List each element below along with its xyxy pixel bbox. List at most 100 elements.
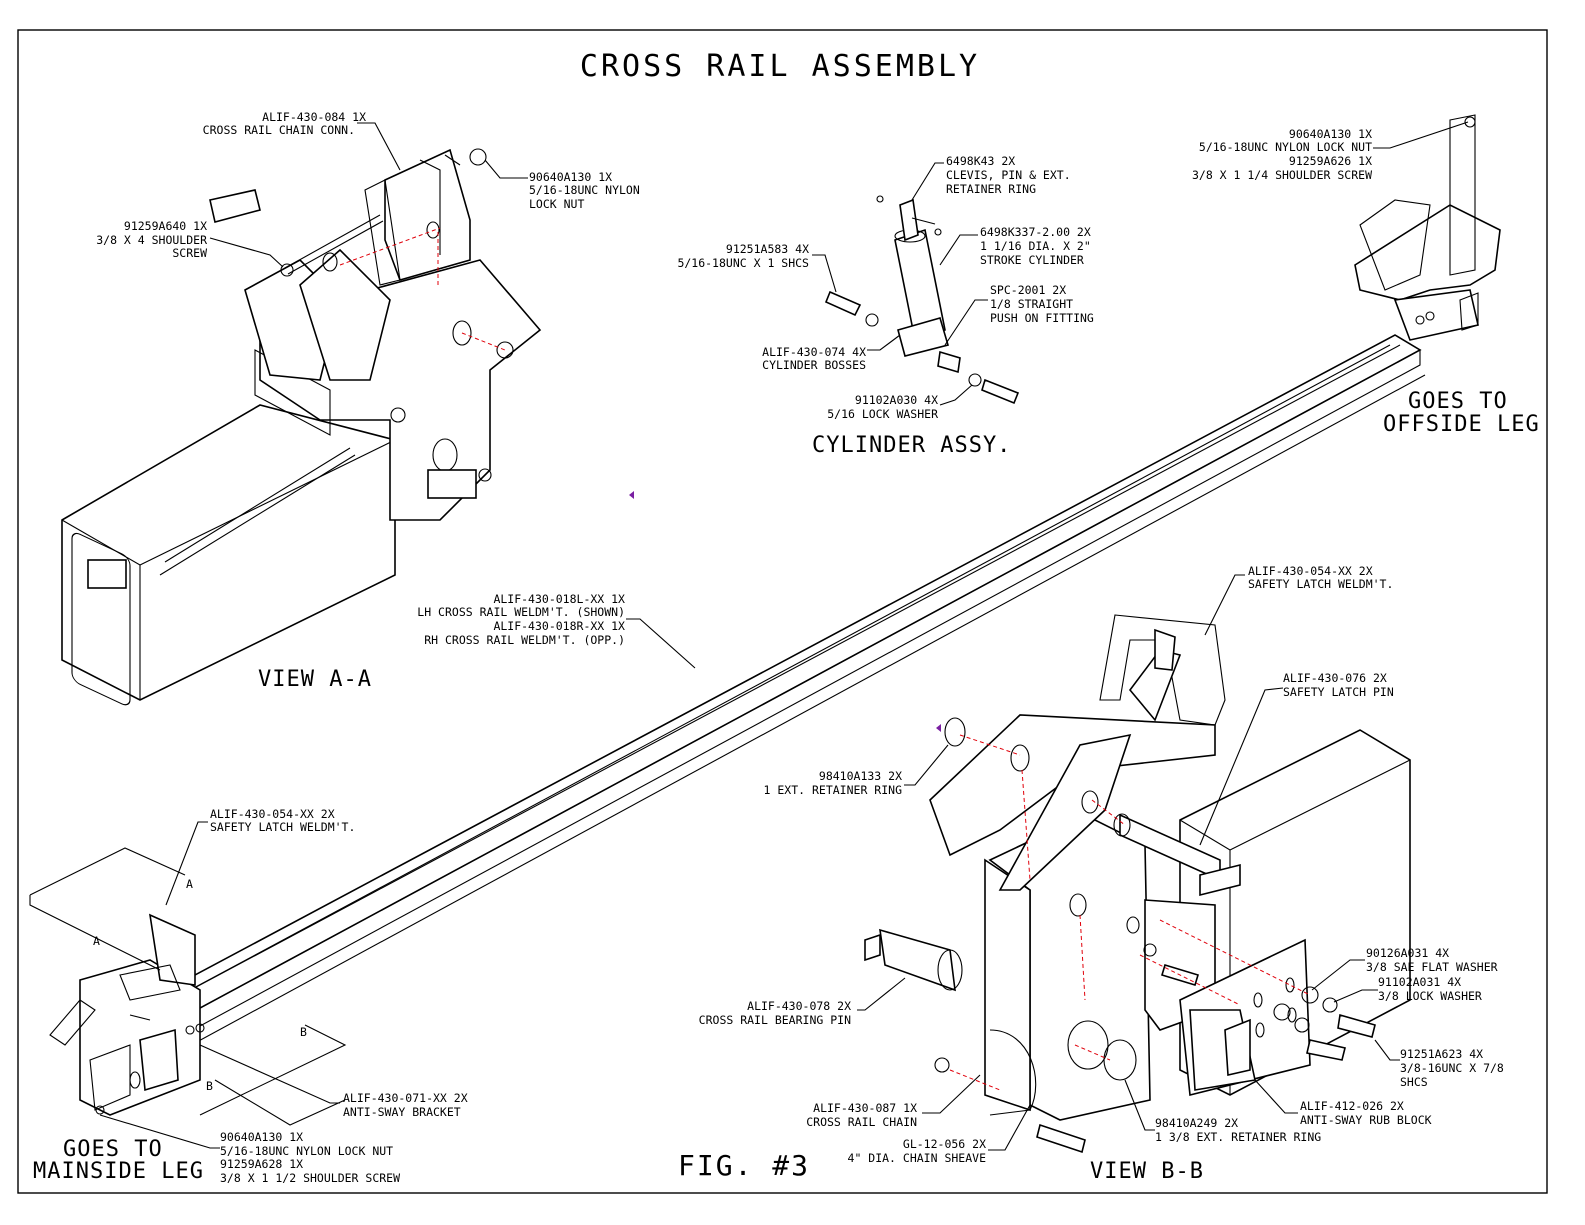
mainside-label-line1: GOES TO	[63, 1137, 163, 1162]
svg-text:3/8 LOCK WASHER: 3/8 LOCK WASHER	[1378, 989, 1482, 1003]
svg-text:ALIF-430-074 4X: ALIF-430-074 4X	[762, 345, 866, 359]
svg-text:ALIF-430-078 2X: ALIF-430-078 2X	[747, 999, 851, 1013]
svg-text:4" DIA. CHAIN SHEAVE: 4" DIA. CHAIN SHEAVE	[848, 1151, 987, 1165]
svg-text:PUSH ON FITTING: PUSH ON FITTING	[990, 311, 1094, 325]
mainside-label-line2: MAINSIDE LEG	[33, 1159, 204, 1184]
offside-label-line1: GOES TO	[1408, 389, 1508, 414]
callout-shcs-b: 91251A623 4X 3/8-16UNC X 7/8 SHCS	[1400, 1047, 1504, 1089]
svg-text:3/8 X 1 1/2 SHOULDER SCREW: 3/8 X 1 1/2 SHOULDER SCREW	[220, 1171, 400, 1185]
svg-text:ALIF-430-018R-XX 1X: ALIF-430-018R-XX 1X	[493, 619, 625, 633]
svg-text:5/16 LOCK WASHER: 5/16 LOCK WASHER	[827, 407, 938, 421]
callout-latch-pin: ALIF-430-076 2X SAFETY LATCH PIN	[1283, 671, 1394, 699]
svg-text:3/8-16UNC X 7/8: 3/8-16UNC X 7/8	[1400, 1061, 1504, 1075]
svg-text:91259A626 1X: 91259A626 1X	[1289, 154, 1372, 168]
svg-text:SAFETY LATCH WELDM'T.: SAFETY LATCH WELDM'T.	[210, 820, 355, 834]
svg-text:RETAINER RING: RETAINER RING	[946, 182, 1036, 196]
svg-text:90640A130 1X: 90640A130 1X	[1289, 127, 1372, 141]
svg-text:91259A628 1X: 91259A628 1X	[220, 1157, 303, 1171]
svg-text:ALIF-430-084 1X: ALIF-430-084 1X	[262, 110, 366, 124]
svg-text:3/8 X 1 1/4 SHOULDER SCREW: 3/8 X 1 1/4 SHOULDER SCREW	[1192, 168, 1372, 182]
section-b-label-bottom: B	[206, 1079, 213, 1093]
svg-text:RH CROSS RAIL WELDM'T. (OPP.): RH CROSS RAIL WELDM'T. (OPP.)	[424, 633, 625, 647]
callout-rub-block: ALIF-412-026 2X ANTI-SWAY RUB BLOCK	[1300, 1099, 1432, 1127]
svg-text:5/16-18UNC NYLON LOCK NUT: 5/16-18UNC NYLON LOCK NUT	[1199, 140, 1372, 154]
callout-mainside-hardware: 90640A130 1X 5/16-18UNC NYLON LOCK NUT 9…	[220, 1130, 400, 1185]
svg-text:SPC-2001 2X: SPC-2001 2X	[990, 283, 1066, 297]
callout-bosses: ALIF-430-074 4X CYLINDER BOSSES	[762, 345, 866, 372]
callout-lock-washer-b: 91102A031 4X 3/8 LOCK WASHER	[1378, 975, 1482, 1003]
section-b-label-top: B	[300, 1025, 307, 1039]
callout-chain-conn: ALIF-430-084 1X CROSS RAIL CHAIN CONN.	[203, 110, 366, 137]
callout-rail: ALIF-430-018L-XX 1X LH CROSS RAIL WELDM'…	[417, 592, 625, 647]
svg-text:ALIF-430-071-XX 2X: ALIF-430-071-XX 2X	[343, 1091, 468, 1105]
marker-triangle-1	[629, 491, 634, 499]
callout-latch-left: ALIF-430-054-XX 2X SAFETY LATCH WELDM'T.	[210, 807, 355, 834]
svg-text:5/16-18UNC NYLON LOCK NUT: 5/16-18UNC NYLON LOCK NUT	[220, 1144, 393, 1158]
svg-text:STROKE CYLINDER: STROKE CYLINDER	[980, 253, 1084, 267]
svg-text:5/16-18UNC X 1 SHCS: 5/16-18UNC X 1 SHCS	[677, 256, 809, 270]
view-b-assembly	[864, 614, 1411, 1154]
mainside-end-assembly	[49, 913, 205, 1116]
callout-chain: ALIF-430-087 1X CROSS RAIL CHAIN	[806, 1101, 917, 1129]
callout-shcs: 91251A583 4X 5/16-18UNC X 1 SHCS	[677, 242, 809, 270]
svg-text:ANTI-SWAY RUB BLOCK: ANTI-SWAY RUB BLOCK	[1300, 1113, 1432, 1127]
svg-text:6498K337-2.00 2X: 6498K337-2.00 2X	[980, 225, 1091, 239]
svg-text:CROSS RAIL BEARING PIN: CROSS RAIL BEARING PIN	[699, 1013, 851, 1027]
callout-shoulder-a: 91259A640 1X 3/8 X 4 SHOULDER SCREW	[96, 219, 207, 260]
svg-text:ALIF-430-054-XX 2X: ALIF-430-054-XX 2X	[210, 807, 335, 821]
callout-cylinder: 6498K337-2.00 2X 1 1/16 DIA. X 2" STROKE…	[980, 225, 1091, 267]
svg-text:GL-12-056 2X: GL-12-056 2X	[903, 1137, 986, 1151]
callout-clevis: 6498K43 2X CLEVIS, PIN & EXT. RETAINER R…	[946, 154, 1071, 196]
section-a-label-top: A	[186, 877, 193, 891]
svg-text:LOCK NUT: LOCK NUT	[529, 197, 584, 211]
svg-text:ALIF-430-076 2X: ALIF-430-076 2X	[1283, 671, 1387, 685]
figure-label: FIG. #3	[678, 1149, 810, 1182]
svg-text:ALIF-430-018L-XX 1X: ALIF-430-018L-XX 1X	[493, 592, 625, 606]
callout-anti-sway: ALIF-430-071-XX 2X ANTI-SWAY BRACKET	[343, 1091, 468, 1119]
sheet-border	[17, 29, 1548, 1194]
view-b-label: VIEW B-B	[1090, 1159, 1204, 1184]
cylinder-assy-label: CYLINDER ASSY.	[812, 433, 1011, 458]
svg-text:SCREW: SCREW	[172, 246, 207, 260]
svg-text:ALIF-430-087 1X: ALIF-430-087 1X	[813, 1101, 917, 1115]
svg-text:3/8 X 4 SHOULDER: 3/8 X 4 SHOULDER	[96, 233, 207, 247]
svg-text:ANTI-SWAY BRACKET: ANTI-SWAY BRACKET	[343, 1105, 461, 1119]
svg-text:98410A249 2X: 98410A249 2X	[1155, 1116, 1238, 1130]
svg-text:CROSS RAIL CHAIN: CROSS RAIL CHAIN	[806, 1115, 917, 1129]
svg-text:98410A133 2X: 98410A133 2X	[819, 769, 902, 783]
svg-text:90640A130 1X: 90640A130 1X	[529, 170, 612, 184]
svg-text:6498K43 2X: 6498K43 2X	[946, 154, 1015, 168]
svg-text:90126A031 4X: 90126A031 4X	[1366, 946, 1449, 960]
svg-text:91251A623 4X: 91251A623 4X	[1400, 1047, 1483, 1061]
callout-offside-hardware: 90640A130 1X 5/16-18UNC NYLON LOCK NUT 9…	[1192, 127, 1372, 182]
callout-retainer-b: 98410A133 2X 1 EXT. RETAINER RING	[764, 769, 903, 797]
svg-text:1 3/8 EXT. RETAINER RING: 1 3/8 EXT. RETAINER RING	[1155, 1130, 1321, 1144]
svg-text:SAFETY LATCH WELDM'T.: SAFETY LATCH WELDM'T.	[1248, 577, 1393, 591]
callout-nut-a: 90640A130 1X 5/16-18UNC NYLON LOCK NUT	[529, 170, 640, 211]
callout-bearing-pin: ALIF-430-078 2X CROSS RAIL BEARING PIN	[699, 999, 851, 1027]
view-a-label: VIEW A-A	[258, 667, 372, 692]
svg-text:3/8 SAE FLAT WASHER: 3/8 SAE FLAT WASHER	[1366, 960, 1498, 974]
svg-text:91102A030 4X: 91102A030 4X	[855, 393, 938, 407]
svg-text:ALIF-412-026 2X: ALIF-412-026 2X	[1300, 1099, 1404, 1113]
svg-text:91251A583 4X: 91251A583 4X	[726, 242, 809, 256]
svg-text:1 EXT. RETAINER RING: 1 EXT. RETAINER RING	[764, 783, 903, 797]
svg-text:1/8 STRAIGHT: 1/8 STRAIGHT	[990, 297, 1073, 311]
view-a-assembly	[61, 148, 542, 706]
svg-text:LH CROSS RAIL WELDM'T. (SHOWN): LH CROSS RAIL WELDM'T. (SHOWN)	[417, 605, 625, 619]
offside-end-assembly	[1354, 114, 1501, 341]
callout-latch-b: ALIF-430-054-XX 2X SAFETY LATCH WELDM'T.	[1248, 564, 1393, 591]
svg-text:1 1/16 DIA. X 2": 1 1/16 DIA. X 2"	[980, 239, 1091, 253]
svg-text:90640A130 1X: 90640A130 1X	[220, 1130, 303, 1144]
svg-text:SHCS: SHCS	[1400, 1075, 1428, 1089]
section-a-markers: A A	[29, 847, 193, 971]
section-b-markers: B B	[199, 1024, 347, 1126]
svg-text:CYLINDER BOSSES: CYLINDER BOSSES	[762, 358, 866, 372]
callout-fitting: SPC-2001 2X 1/8 STRAIGHT PUSH ON FITTING	[990, 283, 1094, 325]
drawing-title: CROSS RAIL ASSEMBLY	[580, 49, 980, 84]
callout-lock-washer: 91102A030 4X 5/16 LOCK WASHER	[827, 393, 938, 421]
svg-text:91102A031 4X: 91102A031 4X	[1378, 975, 1461, 989]
svg-text:CLEVIS, PIN & EXT.: CLEVIS, PIN & EXT.	[946, 168, 1071, 182]
leader-lines	[99, 121, 1469, 1151]
